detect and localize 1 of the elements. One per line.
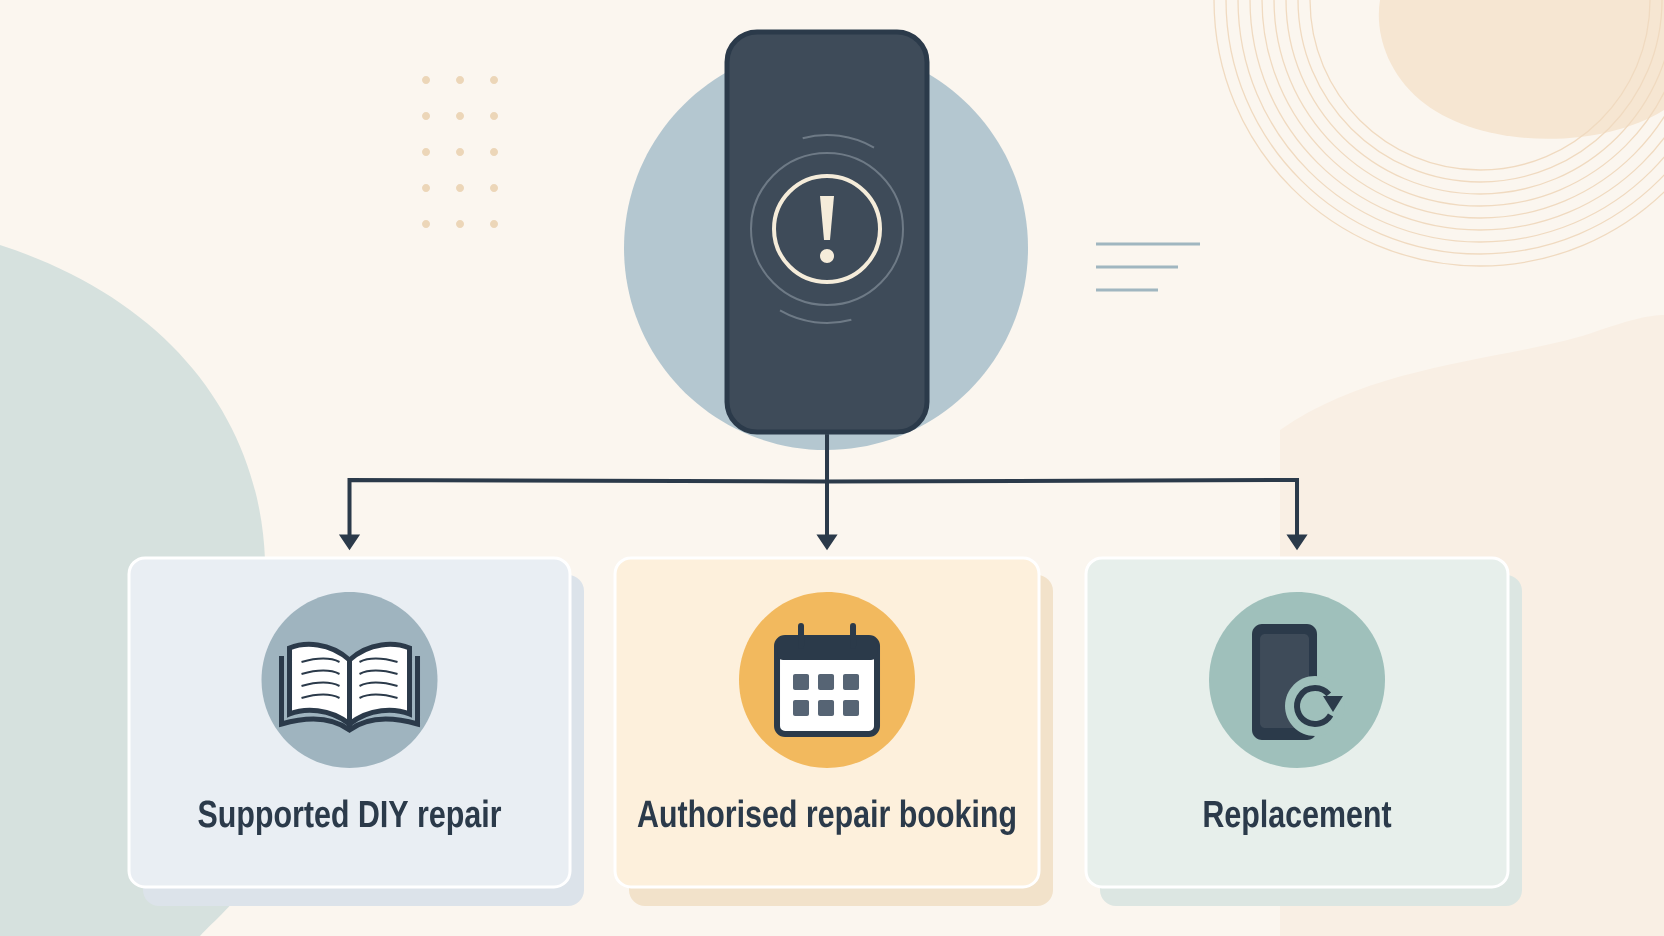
phone (724, 29, 930, 435)
